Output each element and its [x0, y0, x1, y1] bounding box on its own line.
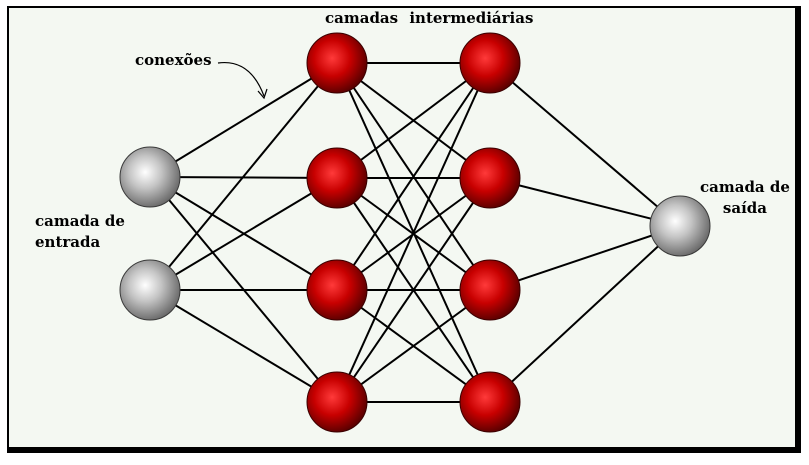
hidden-layers-label: camadas intermediárias — [325, 8, 533, 29]
output-node-1 — [649, 195, 711, 257]
input-node-1 — [119, 146, 181, 208]
connection-hidden2-3-to-output-1 — [489, 225, 681, 291]
connection-hidden1-4-to-hidden2-2 — [336, 177, 491, 403]
hidden2-node-4 — [459, 371, 521, 433]
nodes-layer — [119, 32, 711, 433]
connection-hidden1-2-to-hidden2-1 — [336, 62, 491, 179]
output-layer-label-line1: camada de — [700, 178, 790, 196]
connections-arrowhead — [257, 88, 268, 100]
connection-hidden2-2-to-output-1 — [489, 177, 681, 227]
connection-hidden2-1-to-output-1 — [489, 62, 681, 227]
connection-input-2-to-hidden1-2 — [149, 177, 338, 291]
connection-hidden2-4-to-output-1 — [489, 225, 681, 403]
input-layer-label-line1: camada de — [35, 212, 125, 230]
connection-input-2-to-hidden1-1 — [149, 62, 338, 291]
connections-label: conexões — [135, 51, 212, 69]
hidden2-node-1 — [459, 32, 521, 94]
connections-layer — [149, 62, 681, 403]
input-node-2 — [119, 259, 181, 321]
hidden1-node-2 — [306, 147, 368, 209]
output-layer-label-line2: saída — [722, 199, 767, 217]
hidden1-node-4 — [306, 371, 368, 433]
hidden2-node-3 — [459, 259, 521, 321]
hidden1-node-1 — [306, 32, 368, 94]
connection-hidden1-3-to-hidden2-1 — [336, 62, 491, 291]
hidden1-node-3 — [306, 259, 368, 321]
hidden-layers-word1: camadas — [325, 9, 399, 27]
connection-input-1-to-hidden1-1 — [149, 62, 338, 178]
input-layer-label-line2: entrada — [35, 233, 101, 251]
hidden2-node-2 — [459, 147, 521, 209]
connections-arrow — [217, 61, 265, 97]
connection-input-2-to-hidden1-4 — [149, 289, 338, 403]
connection-hidden1-4-to-hidden2-1 — [336, 62, 491, 403]
input-layer-label: camada de entrada — [35, 211, 125, 253]
connection-hidden1-4-to-hidden2-3 — [336, 289, 491, 403]
output-layer-label: camada de saída — [700, 177, 790, 219]
hidden-layers-word2: intermediárias — [409, 9, 534, 27]
